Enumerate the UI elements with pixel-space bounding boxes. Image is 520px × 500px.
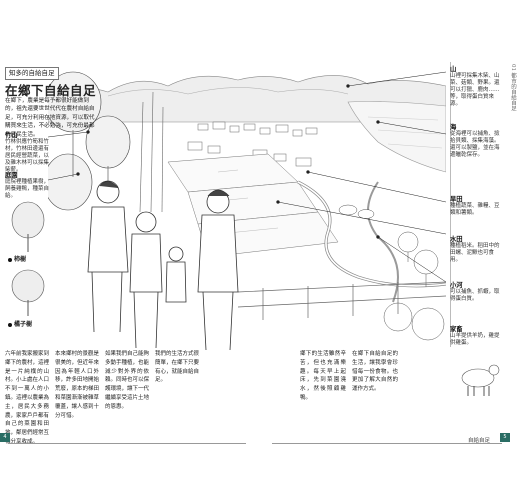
goat-illustration xyxy=(461,364,500,396)
page-number-left: 4 xyxy=(0,433,10,442)
callout-heading: 竹山 xyxy=(5,132,18,139)
body-column-2: 本來鄉村的景觀是很美的，但近年來因為年輕人口外移，許多田地開始荒廢，原本的梯田和… xyxy=(55,351,100,419)
callout-body: 竹林供應竹筍和竹材，竹林田邊還有居民經營蔬菜，以及雜木林可以採集柴薪。 xyxy=(5,139,50,173)
callout-rice-field: 水田 種植稻米。稻田中的田螺、泥鰍也可食用。 xyxy=(450,236,500,264)
bamboo xyxy=(139,91,164,213)
orange-label: 橘子樹 xyxy=(8,319,32,328)
callout-mountain: 山 山裡可採集木柴、山菜、菇類、野果。還可以打獵、鹿肉……等，取得蛋白質來源。 xyxy=(450,66,500,108)
section-label: 知多的自給自足 xyxy=(5,67,59,80)
village-illustration xyxy=(48,62,446,350)
body-column-6: 在鄉下自給自足的生活，讓我學會珍惜每一份食物。也更加了解大自然的運作方式。 xyxy=(352,351,398,393)
callout-body: 山裡可採集木柴、山菜、菇類、野果。還可以打獵、鹿肉……等，取得蛋白質來源。 xyxy=(450,73,500,107)
callout-body: 種植蔬菜、雜糧、豆類和薯類。 xyxy=(450,203,500,216)
callout-body: 庭院裡種植果樹，飼養雞鴨，種菜自給。 xyxy=(5,179,50,199)
callout-body: 可以捕魚、抓蝦，取得蛋白質。 xyxy=(450,289,500,302)
callout-livestock: 家畜 山羊提供羊奶，雞提供雞蛋。 xyxy=(450,326,500,347)
body-column-3: 如果我們自己能夠多動手種植，也能減少對外界的依賴。同時也可以保護環境，讓下一代繼… xyxy=(105,351,150,410)
body-column-4: 我們的生活方式很簡單，在鄉下只要有心，就能自給自足。 xyxy=(155,351,200,384)
page-title: 在鄉下自給自足 xyxy=(5,83,97,98)
body-column-1: 六年前我家搬家到鄉下的農村，這裡是一片純樸的山村。小上處在人口不到一萬人的小鎮。… xyxy=(5,351,50,445)
chapter-side-tab: 01 都市的自給自足 xyxy=(510,64,516,112)
page-number-right: 5 xyxy=(500,433,510,442)
right-trees xyxy=(383,231,445,341)
callout-pointers xyxy=(48,71,446,283)
callout-heading: 家畜 xyxy=(450,326,463,333)
body-column-5: 鄉下的生活雖然辛苦，但也充滿樂趣。每天早上起床，先到菜園澆水，然後照顧雞鴨。 xyxy=(300,351,346,401)
footer-rule-right xyxy=(272,443,502,444)
callout-sea: 海 從海裡可以捕魚、撿拾貝類、採集海藻。還可以製鹽，並在海邊曬乾保存。 xyxy=(450,124,500,159)
callout-heading: 小河 xyxy=(450,282,463,289)
callout-body: 山羊提供羊奶，雞提供雞蛋。 xyxy=(450,333,500,346)
bullet-dot xyxy=(8,257,12,262)
running-footer: 自給自足 xyxy=(468,438,491,444)
callout-garden: 庭園 庭院裡種植果樹，飼養雞鴨，種菜自給。 xyxy=(5,172,49,200)
callout-dry-field: 旱田 種植蔬菜、雜糧、豆類和薯類。 xyxy=(450,196,500,217)
callout-heading: 山 xyxy=(450,66,457,73)
orange-tree-illustration xyxy=(11,269,45,316)
persimmon-tree-illustration xyxy=(11,201,45,252)
callout-stream: 小河 可以捕魚、抓蝦，取得蛋白質。 xyxy=(450,282,500,303)
fence xyxy=(237,281,446,320)
callout-body: 種植稻米。稻田中的田螺、泥鰍也可食用。 xyxy=(450,243,500,263)
bullet-dot xyxy=(8,322,12,327)
left-trees xyxy=(48,71,131,211)
callout-bamboo-hill: 竹山 竹林供應竹筍和竹材，竹林田邊還有居民經營蔬菜，以及雜木林可以採集柴薪。 xyxy=(5,132,49,174)
callout-heading: 庭園 xyxy=(5,172,18,179)
intro-paragraph: 在鄉下，農業是每予都很好能做到的，祖先還要世世代代在農村自給自足，可充分利用在地… xyxy=(5,98,95,138)
village-houses xyxy=(187,121,318,167)
margin-divider xyxy=(450,62,451,347)
footer-rule-left xyxy=(8,443,246,444)
callout-body: 從海裡可以捕魚、撿拾貝類、採集海藻。還可以製鹽，並在海邊曬乾保存。 xyxy=(450,131,500,158)
callout-heading: 海 xyxy=(450,124,457,131)
callout-heading: 水田 xyxy=(450,236,463,243)
persimmon-label: 柿樹 xyxy=(8,254,26,263)
callout-heading: 旱田 xyxy=(450,196,463,203)
family-figures xyxy=(87,180,239,350)
goats-in-field xyxy=(338,204,375,219)
